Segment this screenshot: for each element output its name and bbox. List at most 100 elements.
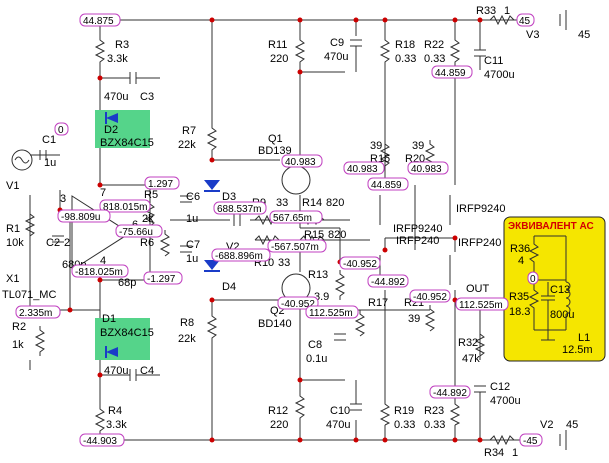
label-r1: R1 <box>6 223 20 235</box>
r11 <box>294 36 306 64</box>
speaker-equivalent-block[interactable]: ЭКВИВАЛЕНТ АС R36 4 R35 18.3 C13 800u L1… <box>503 216 606 362</box>
r32 <box>474 330 486 360</box>
svg-text:-1.297: -1.297 <box>147 274 176 285</box>
label-c4-value: 470u <box>104 365 128 377</box>
zener-d1[interactable] <box>95 318 150 360</box>
c13-value: 800u <box>550 309 574 321</box>
label-r11-value: 220 <box>270 53 288 65</box>
label-r5-value: 2k <box>142 213 154 225</box>
r35-label: R35 <box>509 291 529 303</box>
label-c3: C3 <box>140 91 154 103</box>
svg-text:-75.66u: -75.66u <box>119 227 153 238</box>
label-x1-value: TL071_MC <box>2 289 56 301</box>
r13 <box>334 270 346 300</box>
r3 <box>94 36 106 64</box>
label-r14-value: 820 <box>326 197 344 209</box>
svg-text:1.297: 1.297 <box>148 179 173 190</box>
label-c11-value: 4700u <box>484 69 515 81</box>
label-c10: C10 <box>330 405 350 417</box>
label-r6: R6 <box>140 237 154 249</box>
svg-text:818.015m: 818.015m <box>103 202 147 213</box>
voltage-label-neg-818-025m: -818.025m <box>71 264 129 278</box>
label-v2: V2 <box>540 419 553 431</box>
label-r18-value: 0.33 <box>395 53 416 65</box>
label-c6-value: 1u <box>186 213 198 225</box>
r6 <box>159 230 171 257</box>
voltage-label-688-537m: 688.537m <box>213 201 267 215</box>
svg-text:-567.507m: -567.507m <box>271 242 319 253</box>
label-x1: X1 <box>6 273 19 285</box>
label-c2: C2 <box>46 237 60 249</box>
r1 <box>24 210 36 240</box>
label-r22: R22 <box>424 39 444 51</box>
label-r12-value: 220 <box>270 419 288 431</box>
label-r34-value: 1 <box>512 447 518 459</box>
label-c4: C4 <box>140 365 154 377</box>
label-q1-value: BD139 <box>258 145 292 157</box>
label-c9-value: 470u <box>324 51 348 63</box>
voltage-label-40-983-b: 40.983 <box>343 161 385 175</box>
opamp-pin-7: 7 <box>100 187 106 199</box>
r4 <box>94 405 106 433</box>
svg-text:0: 0 <box>58 125 64 136</box>
label-v2-value: 45 <box>566 419 578 431</box>
svg-text:44.859: 44.859 <box>371 180 402 191</box>
label-r9-value: 33 <box>276 197 288 209</box>
svg-text:2.335m: 2.335m <box>19 308 52 319</box>
voltage-label-1-297: 1.297 <box>144 176 180 190</box>
voltage-label-neg-567-507m: -567.507m <box>267 239 327 253</box>
label-r11: R11 <box>268 39 287 51</box>
zener-d2[interactable] <box>95 110 150 148</box>
label-c9: C9 <box>330 37 344 49</box>
r35-value: 18.3 <box>509 306 530 318</box>
label-r4-value: 3.3k <box>106 419 127 431</box>
r36-label: R36 <box>510 243 530 255</box>
voltage-label-44-859-b: 44.859 <box>367 177 409 191</box>
voltage-label-neg-45-bot: -45 <box>519 433 543 447</box>
svg-text:-44.892: -44.892 <box>371 277 405 288</box>
source-v1[interactable] <box>11 149 33 171</box>
label-r32: R32 <box>458 337 478 349</box>
voltage-label-44-859-a: 44.859 <box>431 65 473 79</box>
label-d3: D3 <box>222 191 236 203</box>
label-d2: D2 <box>104 124 118 136</box>
voltage-label-45-top: 45 <box>516 13 535 27</box>
r33 <box>489 14 515 26</box>
label-v3: V3 <box>526 29 539 41</box>
svg-text:40.983: 40.983 <box>411 164 442 175</box>
label-c7: C7 <box>186 239 200 251</box>
svg-text:44.875: 44.875 <box>83 16 114 27</box>
svg-text:-40.952: -40.952 <box>413 292 447 303</box>
svg-text:-44.892: -44.892 <box>433 388 467 399</box>
voltage-label-neg-1-297: -1.297 <box>143 271 183 285</box>
label-c6: C6 <box>186 191 200 203</box>
capacitors <box>39 39 486 411</box>
label-r32-value: 47k <box>462 353 480 365</box>
label-c1-value: 1u <box>44 157 56 169</box>
label-r7: R7 <box>182 125 196 137</box>
svg-text:112.525m: 112.525m <box>309 308 353 319</box>
label-r2-value: 1k <box>12 339 24 351</box>
svg-text:40.983: 40.983 <box>347 164 378 175</box>
voltage-label-40-983-a: 40.983 <box>281 154 323 168</box>
voltage-label-neg-40-952-c: -40.952 <box>277 296 319 310</box>
svg-text:-45: -45 <box>523 436 538 447</box>
label-d1: D1 <box>102 313 116 325</box>
voltage-label-818-015m: 818.015m <box>99 199 151 213</box>
label-r18: R18 <box>395 39 415 51</box>
r36-value: 4 <box>518 255 524 267</box>
voltage-label-112-525m-a: 112.525m <box>305 305 359 319</box>
label-r1-value: 10k <box>6 237 24 249</box>
label-c7-value: 1u <box>186 253 198 265</box>
label-q1: Q1 <box>268 133 283 145</box>
voltage-label-44-875: 44.875 <box>79 13 121 27</box>
voltage-label-neg-40-952-b: -40.952 <box>409 289 451 303</box>
label-c11: C11 <box>484 55 503 67</box>
voltage-label-eq-zero: 0 <box>527 271 539 285</box>
svg-text:-40.952: -40.952 <box>281 299 315 310</box>
label-irfp9240-a: IRFP9240 <box>393 223 443 235</box>
label-c5-value: 68p <box>118 277 136 289</box>
label-irfp240-b: IRFP240 <box>458 237 501 249</box>
label-r17: R17 <box>368 297 388 309</box>
label-r23-value: 0.33 <box>424 419 445 431</box>
